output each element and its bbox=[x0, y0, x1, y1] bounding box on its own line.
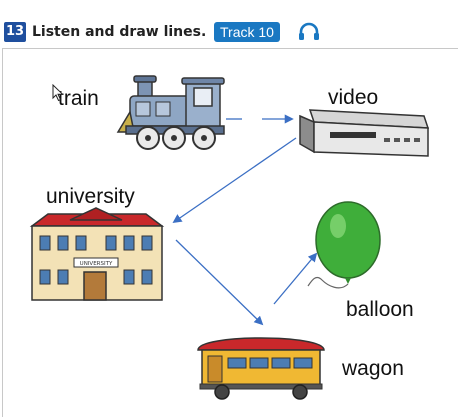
mouse-cursor-icon bbox=[52, 84, 64, 102]
line-video-to-university bbox=[172, 137, 297, 224]
video-player-picture bbox=[299, 109, 430, 157]
word-train: train bbox=[58, 87, 99, 110]
exercise-number: 13 bbox=[4, 22, 26, 42]
word-wagon: wagon bbox=[342, 357, 404, 380]
exercise-frame bbox=[2, 48, 458, 417]
balloon-picture bbox=[307, 201, 381, 289]
university-sign: UNIVERSITY bbox=[80, 261, 113, 267]
wagon-picture bbox=[197, 337, 325, 400]
university-building-picture: UNIVERSITY bbox=[29, 207, 165, 301]
word-university: university bbox=[46, 185, 135, 208]
line-university-to-wagon bbox=[175, 239, 264, 326]
headphones-icon[interactable] bbox=[296, 22, 322, 42]
track-button[interactable]: Track 10 bbox=[214, 22, 280, 42]
line-wagon-to-balloon bbox=[273, 252, 318, 305]
word-balloon: balloon bbox=[346, 298, 414, 321]
exercise-header: 13 Listen and draw lines. Track 10 bbox=[0, 0, 459, 46]
exercise-instruction: Listen and draw lines. bbox=[32, 24, 207, 40]
word-video: video bbox=[328, 86, 379, 109]
train-picture bbox=[116, 75, 225, 150]
